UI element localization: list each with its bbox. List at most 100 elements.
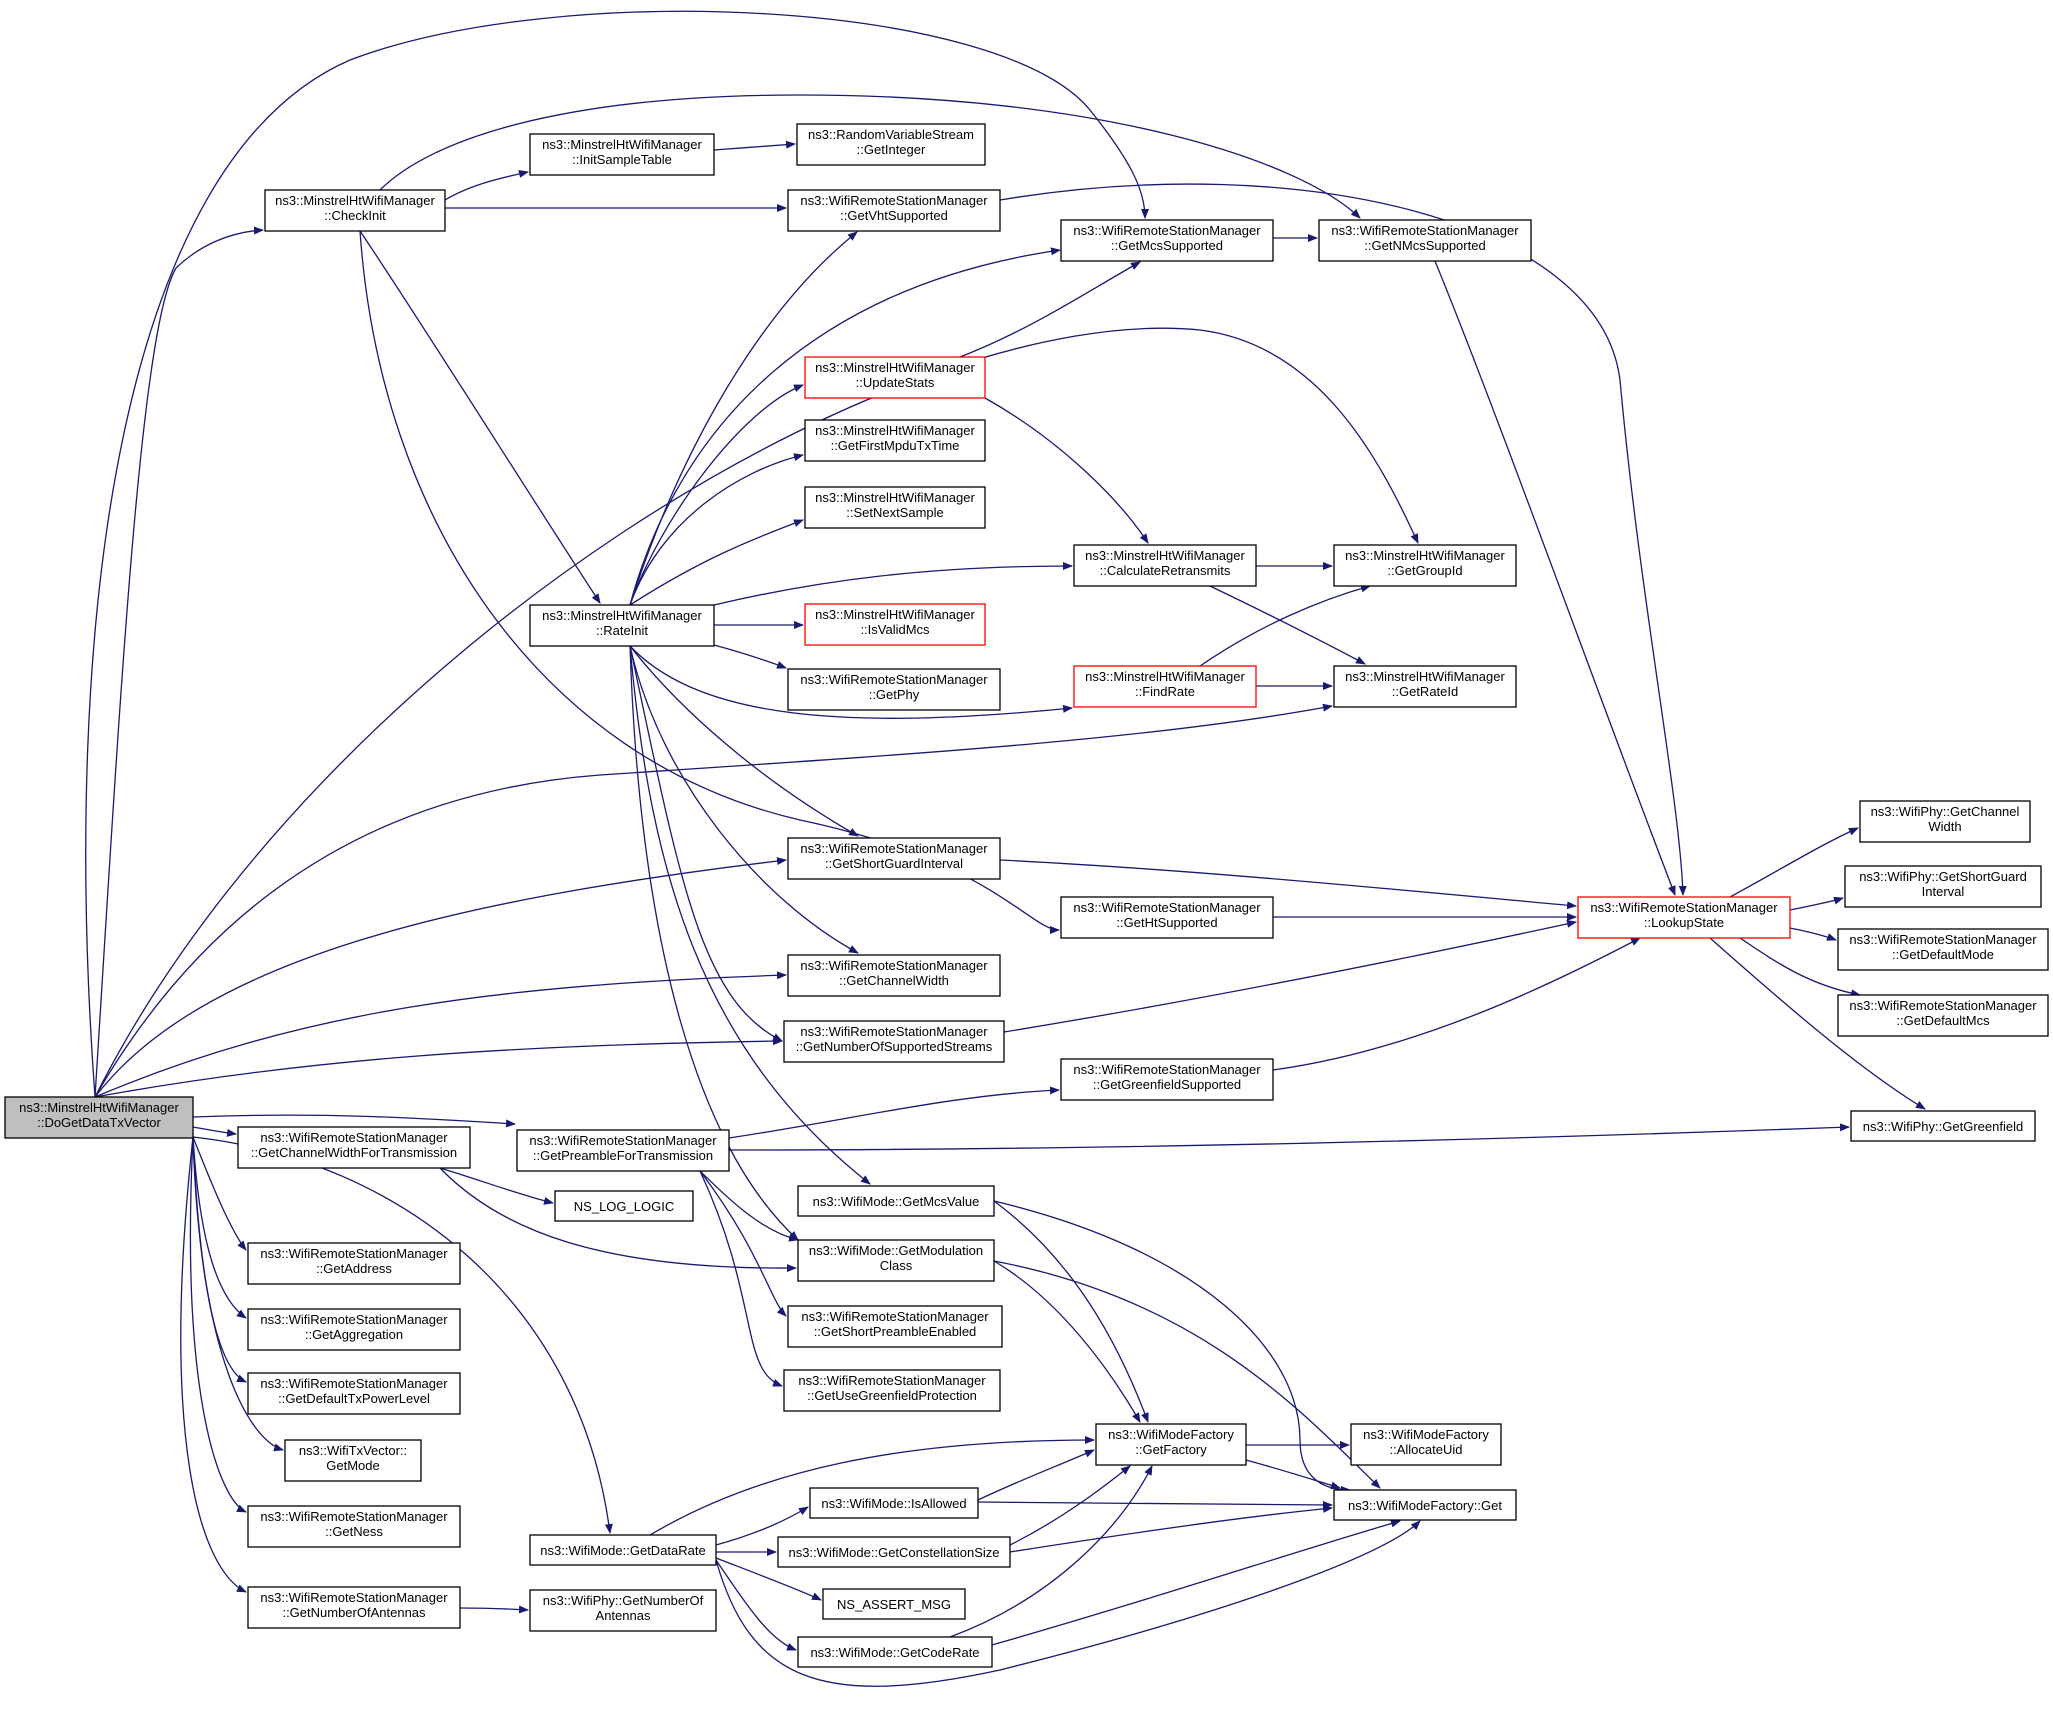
node-label-line: ns3::WifiPhy::GetShortGuard <box>1859 869 2027 884</box>
edge-getpreamblefortransmission-getshortpreambleenabled <box>699 1170 787 1317</box>
node-label-line: ::RateInit <box>596 623 648 638</box>
node-ns3-wifiremotestationmanager-getgreenfieldsupported[interactable]: ns3::WifiRemoteStationManager::GetGreenf… <box>1060 1058 1274 1101</box>
node-ns3-minstrelhtwifimanager-calculateretransmits[interactable]: ns3::MinstrelHtWifiManager::CalculateRet… <box>1073 544 1257 587</box>
node-ns3-minstrelhtwifimanager-setnextsample[interactable]: ns3::MinstrelHtWifiManager::SetNextSampl… <box>804 486 986 529</box>
node-ns3-wifiremotestationmanager-getdefaultmcs[interactable]: ns3::WifiRemoteStationManager::GetDefaul… <box>1837 994 2049 1037</box>
node-label-line: ::GetNess <box>325 1524 383 1539</box>
edge-getmcsvalue-getfactory <box>993 1200 1149 1423</box>
node-ns3-wifimode-getdatarate[interactable]: ns3::WifiMode::GetDataRate <box>529 1534 717 1566</box>
node-label-line: ::SetNextSample <box>846 505 944 520</box>
edge-getnumberofantennas-getnumberofantennas-phy <box>459 1605 529 1614</box>
node-ns3-wifiremotestationmanager-getaggregation[interactable]: ns3::WifiRemoteStationManager::GetAggreg… <box>247 1308 461 1351</box>
node-label-line: ::DoGetDataTxVector <box>37 1115 161 1130</box>
node-label-line: ::GetAggregation <box>305 1327 403 1342</box>
edge-getnumberofsupportedstreams-lookupstate <box>1003 919 1577 1033</box>
node-label-line: ns3::MinstrelHtWifiManager <box>1085 548 1245 563</box>
node-ns3-wifiremotestationmanager-getdefaulttxpowerlevel[interactable]: ns3::WifiRemoteStationManager::GetDefaul… <box>247 1372 461 1415</box>
node-label-line: ns3::WifiRemoteStationManager <box>260 1130 448 1145</box>
edge-getcoderate-get <box>991 1519 1401 1646</box>
node-ns3-wifiphy-getshortguardinterval[interactable]: ns3::WifiPhy::GetShortGuardInterval <box>1844 865 2042 908</box>
edge-rateinit-findrate <box>629 645 1073 719</box>
node-label-line: GetMode <box>326 1458 379 1473</box>
edge-rateinit-getphy <box>713 644 787 669</box>
node-ns3-minstrelhtwifimanager-checkinit[interactable]: ns3::MinstrelHtWifiManager::CheckInit <box>264 189 446 232</box>
node-ns3-wifiremotestationmanager-getnmcssupported[interactable]: ns3::WifiRemoteStationManager::GetNMcsSu… <box>1318 219 1532 262</box>
node-ns3-wifiremotestationmanager-getvhtsupported[interactable]: ns3::WifiRemoteStationManager::GetVhtSup… <box>787 189 1001 232</box>
node-label-line: ::GetDefaultMcs <box>1896 1013 1990 1028</box>
node-ns3-wifiremotestationmanager-lookupstate[interactable]: ns3::WifiRemoteStationManager::LookupSta… <box>1577 896 1791 939</box>
node-label-line: ::GetUseGreenfieldProtection <box>807 1388 977 1403</box>
node-label-line: Width <box>1928 819 1961 834</box>
node-ns3-wifimodefactory-get[interactable]: ns3::WifiModeFactory::Get <box>1333 1489 1517 1521</box>
node-ns3-wifiremotestationmanager-getshortguardinterval[interactable]: ns3::WifiRemoteStationManager::GetShortG… <box>787 837 1001 880</box>
edge-dogetdatatxvector-checkinit <box>94 226 264 1098</box>
node-ns3-minstrelhtwifimanager-dogetdatatxvector[interactable]: ns3::MinstrelHtWifiManager::DoGetDataTxV… <box>4 1096 194 1139</box>
node-label-line: ns3::WifiPhy::GetChannel <box>1871 804 2020 819</box>
edge-getpreamblefortransmission-getgreenfieldsupported <box>728 1086 1060 1139</box>
node-label-line: ns3::WifiRemoteStationManager <box>1331 223 1519 238</box>
edge-isallowed-getfactory <box>977 1449 1095 1501</box>
node-ns3-wifiremotestationmanager-getusegreenfieldprotection[interactable]: ns3::WifiRemoteStationManager::GetUseGre… <box>783 1369 1001 1412</box>
node-ns3-minstrelhtwifimanager-findrate[interactable]: ns3::MinstrelHtWifiManager::FindRate <box>1073 665 1257 708</box>
node-label-line: ns3::WifiMode::GetModulation <box>809 1243 983 1258</box>
edge-getgreenfieldsupported-lookupstate <box>1272 937 1641 1071</box>
node-label-line: ns3::WifiMode::GetDataRate <box>540 1543 705 1558</box>
node-ns3-wifitxvector-getmode[interactable]: ns3::WifiTxVector::GetMode <box>284 1439 422 1482</box>
node-ns3-wifimodefactory-allocateuid[interactable]: ns3::WifiModeFactory::AllocateUid <box>1350 1423 1502 1466</box>
node-ns3-wifiremotestationmanager-getness[interactable]: ns3::WifiRemoteStationManager::GetNess <box>247 1505 461 1548</box>
node-ns3-wifiremotestationmanager-gethtsupported[interactable]: ns3::WifiRemoteStationManager::GetHtSupp… <box>1060 896 1274 939</box>
node-ns3-wifiremotestationmanager-getshortpreambleenabled[interactable]: ns3::WifiRemoteStationManager::GetShortP… <box>787 1305 1003 1348</box>
node-label-line: ::GetVhtSupported <box>840 208 948 223</box>
node-ns3-wifimode-isallowed[interactable]: ns3::WifiMode::IsAllowed <box>809 1487 979 1519</box>
node-ns3-minstrelhtwifimanager-isvalidmcs[interactable]: ns3::MinstrelHtWifiManager::IsValidMcs <box>804 603 986 646</box>
node-label-line: ns3::WifiModeFactory <box>1108 1427 1234 1442</box>
node-ns3-minstrelhtwifimanager-getfirstmpdutxtime[interactable]: ns3::MinstrelHtWifiManager::GetFirstMpdu… <box>804 419 986 462</box>
edge-getmodulationclass-get <box>993 1260 1381 1489</box>
node-ns3-wifiremotestationmanager-getdefaultmode[interactable]: ns3::WifiRemoteStationManager::GetDefaul… <box>1837 928 2049 971</box>
node-ns3-minstrelhtwifimanager-getrateid[interactable]: ns3::MinstrelHtWifiManager::GetRateId <box>1333 665 1517 708</box>
edge-dogetdatatxvector-getmcssupported <box>85 10 1149 1098</box>
node-label-line: ::GetPreambleForTransmission <box>533 1148 713 1163</box>
node-ns3-wifiphy-getchannelwidth[interactable]: ns3::WifiPhy::GetChannelWidth <box>1859 800 2031 843</box>
node-label-line: ns3::WifiModeFactory::Get <box>1348 1498 1502 1513</box>
node-ns3-wifiremotestationmanager-getaddress[interactable]: ns3::WifiRemoteStationManager::GetAddres… <box>247 1242 461 1285</box>
node-label-line: ns3::WifiRemoteStationManager <box>801 1309 989 1324</box>
node-ns-log-logic[interactable]: NS_LOG_LOGIC <box>554 1190 694 1222</box>
node-label-line: Interval <box>1922 884 1965 899</box>
node-ns3-minstrelhtwifimanager-getgroupid[interactable]: ns3::MinstrelHtWifiManager::GetGroupId <box>1333 544 1517 587</box>
node-ns3-wifiphy-getnumberofantennas[interactable]: ns3::WifiPhy::GetNumberOfAntennas <box>529 1589 717 1632</box>
node-label-line: ns3::WifiPhy::GetNumberOf <box>543 1593 704 1608</box>
node-ns3-wifiremotestationmanager-getphy[interactable]: ns3::WifiRemoteStationManager::GetPhy <box>787 668 1001 711</box>
node-label-line: ns3::MinstrelHtWifiManager <box>1345 669 1505 684</box>
node-label-line: ns3::WifiRemoteStationManager <box>260 1376 448 1391</box>
node-ns3-minstrelhtwifimanager-rateinit[interactable]: ns3::MinstrelHtWifiManager::RateInit <box>529 604 715 647</box>
node-ns3-wifiremotestationmanager-getnumberofantennas[interactable]: ns3::WifiRemoteStationManager::GetNumber… <box>247 1586 461 1629</box>
edge-lookupstate-getdefaultmode <box>1789 927 1837 941</box>
node-ns3-randomvariablestream-getinteger[interactable]: ns3::RandomVariableStream::GetInteger <box>796 123 986 166</box>
node-ns3-wifiremotestationmanager-getmcssupported[interactable]: ns3::WifiRemoteStationManager::GetMcsSup… <box>1060 219 1274 262</box>
edge-rateinit-getmcssupported <box>629 247 1061 606</box>
node-ns3-minstrelhtwifimanager-updatestats[interactable]: ns3::MinstrelHtWifiManager::UpdateStats <box>804 356 986 399</box>
node-label-line: ns3::WifiRemoteStationManager <box>1073 1062 1261 1077</box>
node-label-line: ::FindRate <box>1135 684 1195 699</box>
node-ns3-wifiremotestationmanager-getnumberofsupportedstreams[interactable]: ns3::WifiRemoteStationManager::GetNumber… <box>783 1020 1005 1063</box>
node-ns3-wifimodefactory-getfactory[interactable]: ns3::WifiModeFactory::GetFactory <box>1095 1423 1247 1466</box>
node-label-line: ::GetGroupId <box>1387 563 1462 578</box>
node-ns3-wifimode-getconstellationsize[interactable]: ns3::WifiMode::GetConstellationSize <box>777 1536 1011 1568</box>
node-ns3-wifiremotestationmanager-getchannelwidth[interactable]: ns3::WifiRemoteStationManager::GetChanne… <box>787 954 1001 997</box>
node-ns3-minstrelhtwifimanager-initsampletable[interactable]: ns3::MinstrelHtWifiManager::InitSampleTa… <box>529 133 715 176</box>
node-label-line: ns3::MinstrelHtWifiManager <box>1345 548 1505 563</box>
node-ns3-wifimode-getmcsvalue[interactable]: ns3::WifiMode::GetMcsValue <box>797 1185 995 1217</box>
node-label-line: ns3::WifiRemoteStationManager <box>260 1590 448 1605</box>
node-label-line: ns3::WifiModeFactory <box>1363 1427 1489 1442</box>
node-label-line: Class <box>880 1258 913 1273</box>
node-ns3-wifiremotestationmanager-getchannelwidthfortransmission[interactable]: ns3::WifiRemoteStationManager::GetChanne… <box>237 1126 471 1169</box>
edge-rateinit-getshortguardinterval <box>629 645 859 837</box>
node-ns-assert-msg[interactable]: NS_ASSERT_MSG <box>822 1588 966 1620</box>
node-ns3-wifimode-getcoderate[interactable]: ns3::WifiMode::GetCodeRate <box>797 1636 993 1668</box>
node-label-line: ns3::MinstrelHtWifiManager <box>815 423 975 438</box>
node-ns3-wifiremotestationmanager-getpreamblefortransmission[interactable]: ns3::WifiRemoteStationManager::GetPreamb… <box>516 1129 730 1172</box>
edge-getvhtsupported-lookupstate <box>999 183 1687 896</box>
node-ns3-wifiphy-getgreenfield[interactable]: ns3::WifiPhy::GetGreenfield <box>1850 1110 2036 1142</box>
